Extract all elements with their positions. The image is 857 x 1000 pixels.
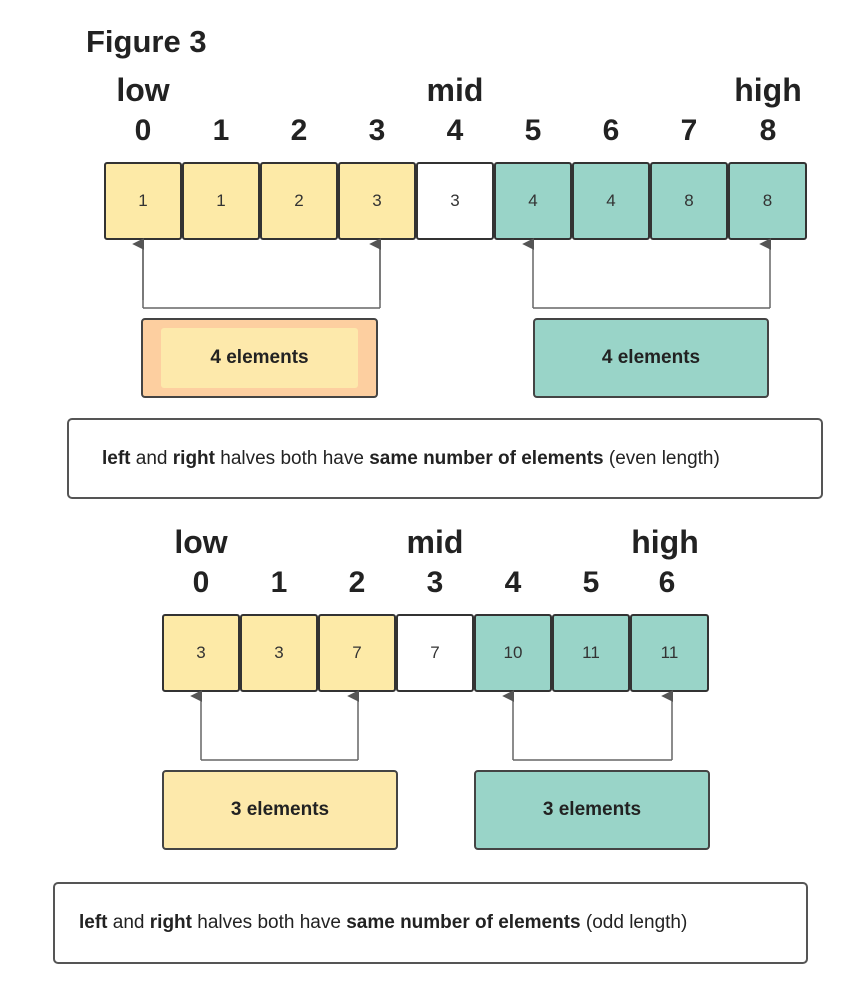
index-label: 4 [446,114,464,147]
array-cell: 3 [240,614,318,692]
index-label: 2 [348,566,366,599]
index-label: 6 [602,114,620,147]
index-label: 5 [524,114,542,147]
figure-title: Figure 3 [86,24,207,59]
mid-pointer-label: mid [426,72,484,108]
index-label: 2 [290,114,308,147]
index-label: 3 [368,114,386,147]
caption-text: (odd length) [580,912,688,933]
index-label: 7 [680,114,698,147]
array-cell: 2 [260,162,338,240]
array-cell: 1 [104,162,182,240]
left-half-count-box: 4 elements [141,318,378,398]
index-label: 1 [212,114,230,147]
caption-bold-right: right [149,912,192,933]
index-label: 4 [504,566,522,599]
caption-bold-left: left [102,447,131,469]
caption-bold-same: same number of elements [346,912,581,933]
caption-bold-same: same number of elements [369,447,604,469]
right-half-count-box: 3 elements [474,770,710,850]
array-cell: 4 [494,162,572,240]
high-pointer-label: high [734,72,802,108]
low-pointer-label: low [174,524,228,560]
array-cell: 11 [630,614,709,692]
array-cell-mid: 7 [396,614,474,692]
caption-text: and [130,447,173,469]
array-cell: 3 [162,614,240,692]
mid-pointer-label: mid [406,524,464,560]
index-label: 1 [270,566,288,599]
caption-text: and [107,912,150,933]
left-range-connector-left [142,249,380,309]
even-length-caption: left and right halves both have same num… [67,418,823,499]
index-label: 6 [658,566,676,599]
caption-bold-left: left [79,912,108,933]
right-half-count-box: 4 elements [533,318,769,398]
index-label: 0 [134,114,152,147]
odd-length-caption: left and right halves both have same num… [53,882,808,964]
high-pointer-label: high [631,524,699,560]
index-label: 8 [759,114,777,147]
index-label: 5 [582,566,600,599]
left-half-count-label: 4 elements [161,328,358,388]
array-cell: 1 [182,162,260,240]
low-pointer-label: low [116,72,170,108]
array-cell-mid: 3 [416,162,494,240]
index-label: 3 [426,566,444,599]
index-label: 0 [192,566,210,599]
array-cell: 8 [650,162,728,240]
caption-text: halves both have [191,912,347,933]
array-cell: 11 [552,614,630,692]
caption-text: halves both have [214,447,370,469]
caption-bold-right: right [172,447,215,469]
caption-text: (even length) [603,447,720,469]
array-cell: 4 [572,162,650,240]
left-half-count-box: 3 elements [162,770,398,850]
